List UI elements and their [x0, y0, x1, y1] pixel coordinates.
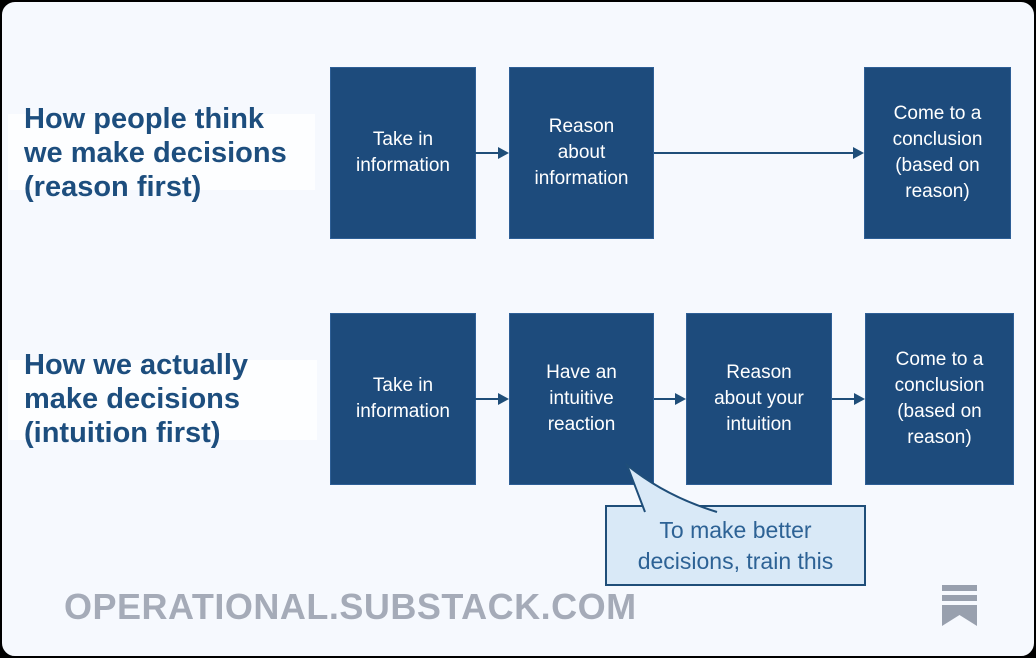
flow-arrow-icon [654, 147, 864, 159]
title-highlight [8, 360, 317, 440]
flow-box-come-to-conclusion: Come to a conclusion (based on reason) [865, 313, 1014, 485]
flow-box-have-intuitive-reaction: Have an intuitive reaction [509, 313, 654, 485]
row2-title: How we actually make decisions (intuitio… [24, 349, 249, 449]
flow-box-take-in-information: Take in information [330, 313, 476, 485]
title-highlight [8, 114, 315, 190]
flow-box-reason-about-information: Reason about information [509, 67, 654, 239]
flow-box-take-in-information: Take in information [330, 67, 476, 239]
flow-box-come-to-conclusion: Come to a conclusion (based on reason) [864, 67, 1011, 239]
flow-arrow-icon [832, 393, 865, 405]
flow-arrow-icon [475, 393, 509, 405]
callout-bubble: To make better decisions, train this [605, 505, 866, 586]
flow-arrow-icon [654, 393, 686, 405]
row1-title: How people think we make decisions (reas… [24, 103, 287, 203]
substack-bookmark-icon [942, 585, 977, 626]
callout-tail [624, 461, 718, 513]
flow-arrow-icon [475, 147, 509, 159]
flow-box-reason-about-intuition: Reason about your intuition [686, 313, 832, 485]
watermark-text: OPERATIONAL.SUBSTACK.COM [64, 586, 637, 627]
